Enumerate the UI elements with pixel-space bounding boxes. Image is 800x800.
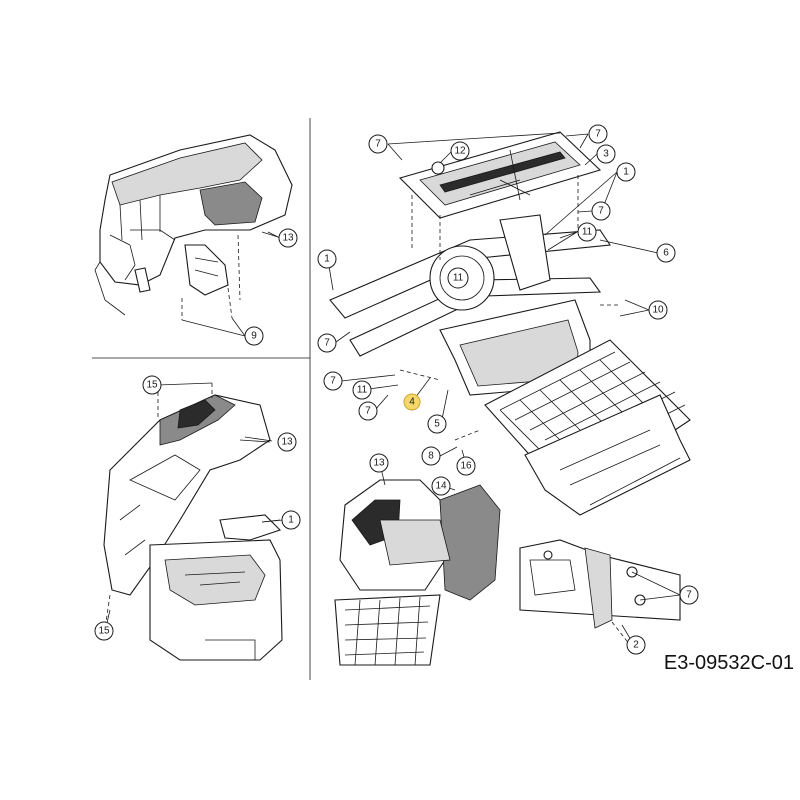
callout-7[interactable]: 7 bbox=[679, 585, 699, 605]
callout-11[interactable]: 11 bbox=[352, 380, 372, 400]
callout-label: 9 bbox=[251, 331, 257, 342]
callout-label: 2 bbox=[633, 640, 639, 651]
callout-label: 1 bbox=[288, 515, 294, 526]
callout-4[interactable]: 4 bbox=[403, 393, 421, 411]
bracket-detail-view bbox=[519, 539, 681, 646]
callout-label: 7 bbox=[375, 139, 381, 150]
callout-label: 11 bbox=[582, 227, 593, 238]
callout-13[interactable]: 13 bbox=[278, 228, 298, 248]
callout-label: 15 bbox=[98, 626, 110, 637]
callout-1[interactable]: 1 bbox=[281, 510, 301, 530]
callout-label: 7 bbox=[330, 376, 336, 387]
rear-body-view bbox=[103, 382, 283, 661]
callout-9[interactable]: 9 bbox=[244, 326, 264, 346]
callout-label: 11 bbox=[357, 385, 368, 396]
callout-label: 7 bbox=[598, 206, 604, 217]
callout-1[interactable]: 1 bbox=[317, 249, 337, 269]
callout-label: 13 bbox=[373, 458, 385, 469]
callout-label: 7 bbox=[365, 406, 371, 417]
callout-label: 14 bbox=[435, 481, 447, 492]
chassis-exploded-view bbox=[329, 131, 691, 516]
callout-label: 13 bbox=[282, 233, 294, 244]
callout-7[interactable]: 7 bbox=[358, 401, 378, 421]
callout-label: 7 bbox=[324, 338, 330, 349]
callout-3[interactable]: 3 bbox=[596, 144, 616, 164]
callout-11[interactable]: 11 bbox=[447, 267, 469, 289]
assembled-body-view bbox=[334, 479, 501, 666]
callout-5[interactable]: 5 bbox=[427, 414, 447, 434]
callout-label: 5 bbox=[434, 419, 440, 430]
callout-2[interactable]: 2 bbox=[626, 635, 646, 655]
callout-label: 7 bbox=[686, 590, 692, 601]
callout-label: 7 bbox=[595, 129, 601, 140]
callout-label: 3 bbox=[603, 149, 609, 160]
panel-dividers bbox=[92, 118, 311, 680]
callout-label: 16 bbox=[460, 461, 472, 472]
callout-label: 6 bbox=[663, 248, 669, 259]
callout-15[interactable]: 15 bbox=[142, 375, 162, 395]
callout-label: 15 bbox=[146, 380, 158, 391]
callout-12[interactable]: 12 bbox=[450, 141, 470, 161]
callout-7[interactable]: 7 bbox=[588, 124, 608, 144]
callout-label: 12 bbox=[454, 146, 466, 157]
callout-15[interactable]: 15 bbox=[94, 621, 114, 641]
callout-16[interactable]: 16 bbox=[456, 456, 476, 476]
callout-11[interactable]: 11 bbox=[577, 222, 597, 242]
callout-1[interactable]: 1 bbox=[616, 162, 636, 182]
callout-7[interactable]: 7 bbox=[368, 134, 388, 154]
fender-assembly-view bbox=[94, 134, 293, 337]
callout-label: 4 bbox=[409, 397, 415, 408]
callouts: 7 7 12 3 1 7 11 6 1 11 10 7 7 11 7 4 5 8… bbox=[94, 124, 699, 655]
callout-7[interactable]: 7 bbox=[317, 333, 337, 353]
callout-13[interactable]: 13 bbox=[369, 453, 389, 473]
callout-10[interactable]: 10 bbox=[648, 300, 668, 320]
callout-7[interactable]: 7 bbox=[591, 201, 611, 221]
callout-label: 1 bbox=[623, 167, 629, 178]
callout-14[interactable]: 14 bbox=[431, 476, 451, 496]
callout-6[interactable]: 6 bbox=[656, 243, 676, 263]
callout-label: 8 bbox=[428, 451, 434, 462]
callout-8[interactable]: 8 bbox=[421, 446, 441, 466]
callout-13[interactable]: 13 bbox=[277, 432, 297, 452]
callout-label: 11 bbox=[453, 273, 464, 284]
callout-7[interactable]: 7 bbox=[323, 371, 343, 391]
drawing-code: E3-09532C-01 bbox=[663, 652, 794, 674]
callout-label: 10 bbox=[652, 305, 664, 316]
callout-label: 1 bbox=[324, 254, 330, 265]
callout-label: 13 bbox=[281, 437, 293, 448]
